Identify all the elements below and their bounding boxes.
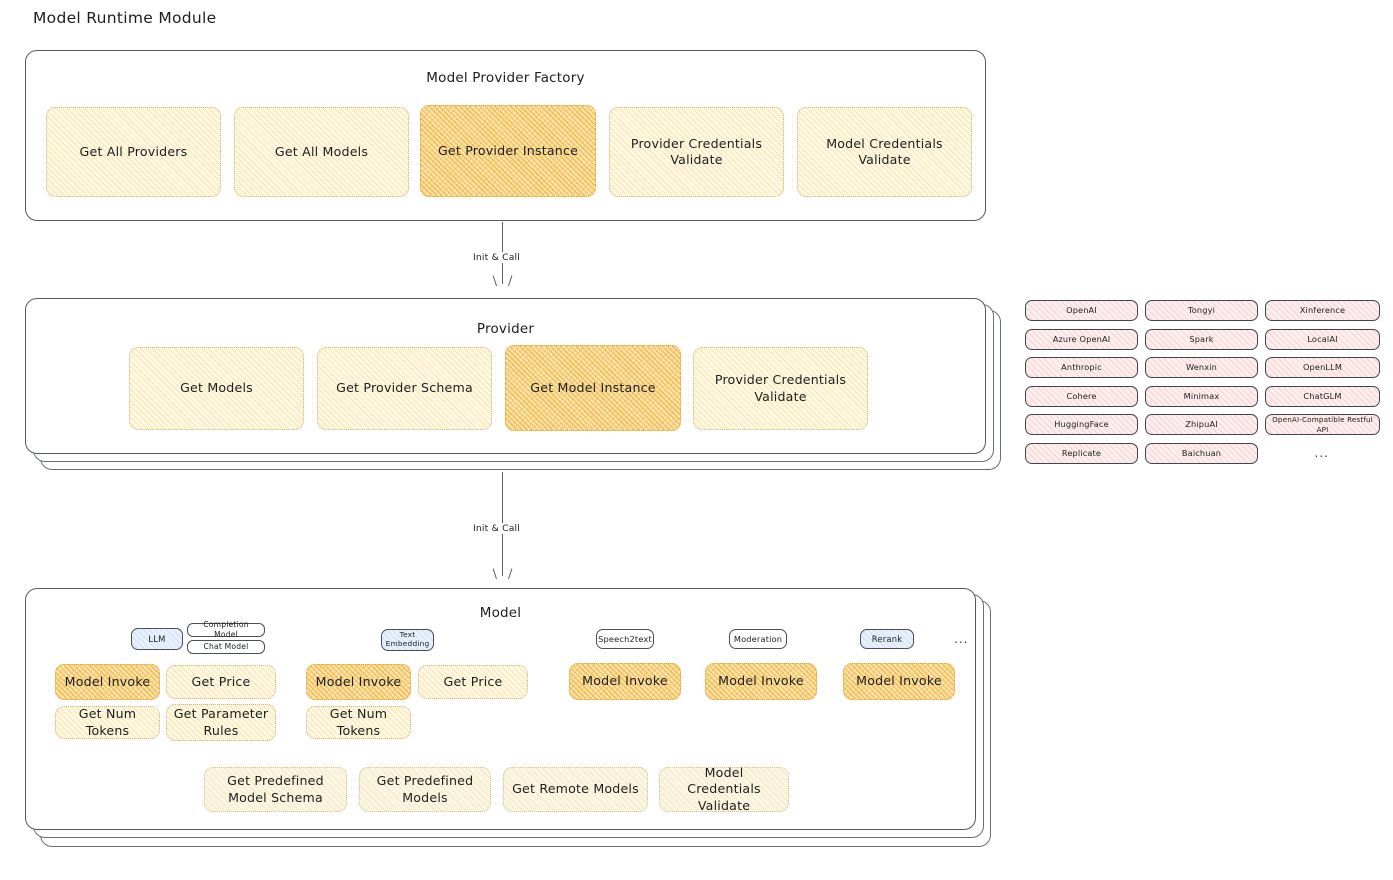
model-op-llm-model-invoke[interactable]: Model Invoke — [55, 664, 160, 700]
model-op-embedding-model-invoke[interactable]: Model Invoke — [306, 664, 411, 700]
provider-chip-openai-compatible-restful-api[interactable]: OpenAI-Compatible Restful API — [1265, 414, 1380, 435]
model-op-llm-get-parameter-rules[interactable]: Get Parameter Rules — [166, 704, 276, 741]
model-title: Model — [479, 605, 522, 621]
model-shared-op-get-predefined-models[interactable]: Get Predefined Models — [359, 767, 491, 812]
provider-chip-replicate[interactable]: Replicate — [1025, 442, 1138, 464]
provider-chip-localai[interactable]: LocalAI — [1265, 328, 1380, 350]
provider-panel: Provider Get Models Get Provider Schema … — [25, 298, 986, 454]
provider-chip-ellipsis: ... — [1314, 445, 1329, 460]
model-subtype-chip-completion-model[interactable]: Completion Model — [187, 620, 265, 639]
model-op-llm-get-price[interactable]: Get Price — [166, 665, 276, 699]
arrow-factory-to-provider-head — [496, 275, 509, 286]
provider-node-get-models[interactable]: Get Models — [129, 347, 304, 430]
arrow-provider-to-model-label: Init & Call — [470, 523, 524, 534]
provider-chip-huggingface[interactable]: HuggingFace — [1025, 414, 1138, 435]
factory-node-model-credentials-validate[interactable]: Model Credentials Validate — [797, 107, 972, 197]
model-type-chip-text-embedding[interactable]: Text Embedding — [381, 629, 434, 651]
factory-node-get-all-providers[interactable]: Get All Providers — [46, 107, 221, 197]
factory-node-get-provider-instance[interactable]: Get Provider Instance — [420, 105, 596, 197]
model-subtype-chip-chat-model[interactable]: Chat Model — [187, 640, 265, 654]
provider-chip-zhipuai[interactable]: ZhipuAI — [1145, 414, 1258, 435]
model-op-moderation-model-invoke[interactable]: Model Invoke — [705, 663, 817, 700]
model-shared-op-model-credentials-validate[interactable]: Model Credentials Validate — [659, 765, 789, 813]
model-op-embedding-get-price[interactable]: Get Price — [418, 665, 528, 699]
provider-chip-cohere[interactable]: Cohere — [1025, 385, 1138, 407]
provider-chip-spark[interactable]: Spark — [1145, 328, 1258, 350]
model-type-chip-moderation[interactable]: Moderation — [729, 629, 787, 649]
factory-node-provider-credentials-validate[interactable]: Provider Credentials Validate — [609, 107, 784, 197]
model-op-llm-get-num-tokens[interactable]: Get Num Tokens — [55, 706, 160, 739]
provider-title: Provider — [476, 321, 535, 337]
model-panel: Model ... LLM Completion Model Chat Mode… — [25, 588, 976, 830]
provider-chip-baichuan[interactable]: Baichuan — [1145, 442, 1258, 464]
model-shared-op-get-remote-models[interactable]: Get Remote Models — [503, 767, 648, 812]
provider-chip-tongyi[interactable]: Tongyi — [1145, 300, 1258, 321]
provider-chip-wenxin[interactable]: Wenxin — [1145, 357, 1258, 378]
model-type-chip-rerank[interactable]: Rerank — [860, 629, 914, 649]
factory-node-get-all-models[interactable]: Get All Models — [234, 107, 409, 197]
provider-chip-anthropic[interactable]: Anthropic — [1025, 357, 1138, 378]
provider-chip-xinference[interactable]: Xinference — [1265, 300, 1380, 321]
model-types-ellipsis: ... — [954, 632, 969, 646]
provider-node-provider-credentials-validate[interactable]: Provider Credentials Validate — [693, 347, 868, 430]
model-provider-factory-panel: Model Provider Factory Get All Providers… — [25, 50, 986, 221]
provider-chip-openllm[interactable]: OpenLLM — [1265, 357, 1380, 378]
page-title: Model Runtime Module — [33, 9, 217, 27]
model-type-chip-llm[interactable]: LLM — [131, 628, 183, 650]
provider-chip-openai[interactable]: OpenAI — [1025, 300, 1138, 321]
model-shared-op-get-predefined-model-schema[interactable]: Get Predefined Model Schema — [204, 767, 347, 812]
arrow-factory-to-provider-label: Init & Call — [470, 252, 524, 263]
provider-chip-azure-openai[interactable]: Azure OpenAI — [1025, 328, 1138, 350]
provider-node-get-model-instance[interactable]: Get Model Instance — [505, 345, 681, 431]
provider-chip-minimax[interactable]: Minimax — [1145, 385, 1258, 407]
model-op-speech2text-model-invoke[interactable]: Model Invoke — [569, 663, 681, 700]
model-op-rerank-model-invoke[interactable]: Model Invoke — [843, 663, 955, 700]
provider-chip-chatglm[interactable]: ChatGLM — [1265, 385, 1380, 407]
model-op-embedding-get-num-tokens[interactable]: Get Num Tokens — [306, 706, 411, 739]
model-type-chip-speech2text[interactable]: Speech2text — [596, 629, 654, 649]
factory-title: Model Provider Factory — [426, 70, 585, 86]
arrow-provider-to-model-head — [496, 568, 509, 579]
provider-node-get-provider-schema[interactable]: Get Provider Schema — [317, 347, 492, 430]
